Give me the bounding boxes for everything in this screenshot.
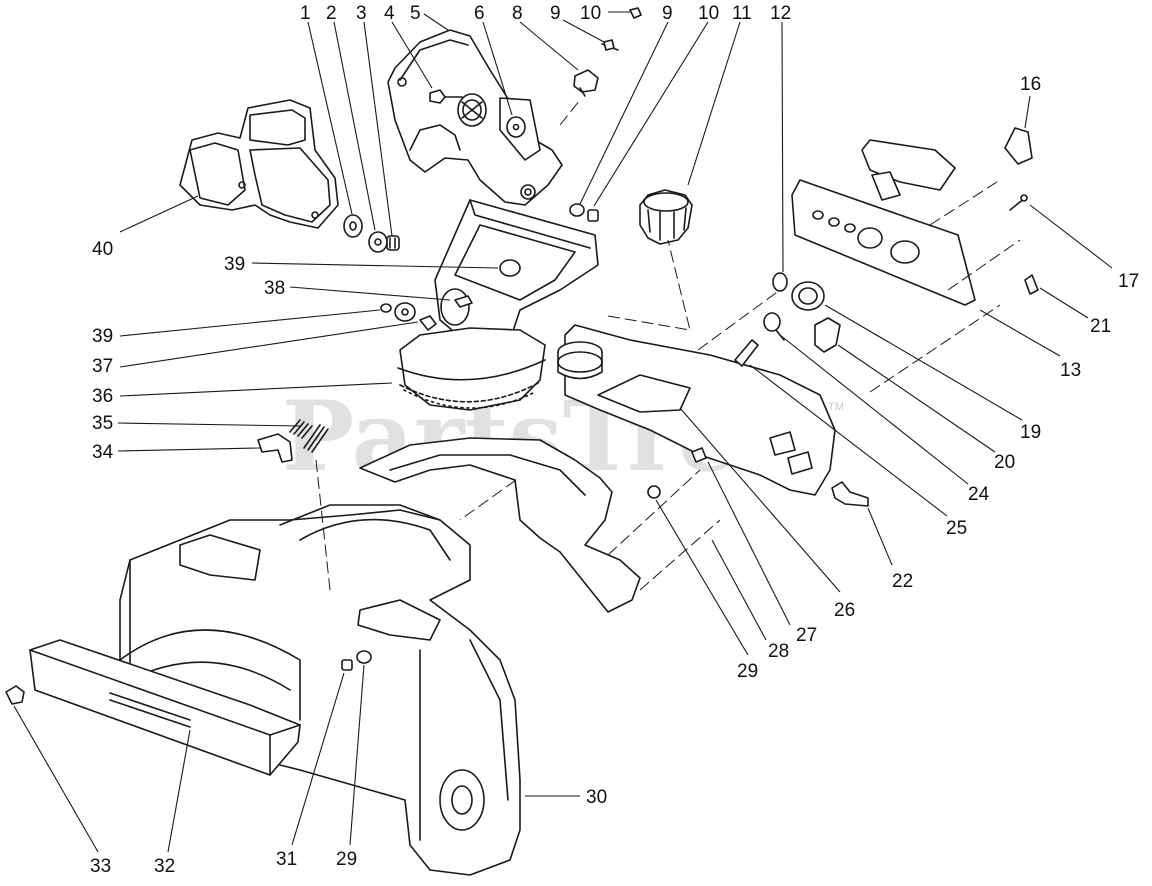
chute-ring-part-36[interactable]	[397, 327, 546, 411]
callout-9a[interactable]: 9	[550, 3, 561, 24]
pin-part-9a[interactable]	[601, 39, 619, 51]
panel-part-13[interactable]	[791, 179, 976, 306]
callout-10a[interactable]: 10	[580, 3, 601, 24]
callout-21[interactable]: 21	[1090, 316, 1111, 337]
callout-29a[interactable]: 29	[737, 661, 758, 682]
knob-part-8[interactable]	[573, 69, 599, 97]
shroud-part-26[interactable]	[359, 437, 641, 613]
callout-38[interactable]: 38	[264, 278, 285, 299]
callout-2[interactable]: 2	[326, 3, 337, 24]
clip-part-21[interactable]	[1024, 274, 1039, 295]
callout-17[interactable]: 17	[1118, 271, 1139, 292]
callout-5[interactable]: 5	[410, 3, 421, 24]
nut-part-10b[interactable]	[587, 209, 599, 222]
callout-12[interactable]: 12	[770, 3, 791, 24]
callout-3[interactable]: 3	[356, 3, 367, 24]
bracket-part-22[interactable]	[831, 481, 869, 507]
callout-13[interactable]: 13	[1060, 360, 1081, 381]
grommet[interactable]	[557, 341, 603, 380]
bolt-part-37[interactable]	[419, 315, 437, 331]
callout-25[interactable]: 25	[946, 518, 967, 539]
callout-39a[interactable]: 39	[224, 254, 245, 275]
callout-4[interactable]: 4	[384, 3, 395, 24]
washer-part-6[interactable]	[506, 116, 526, 138]
watermark-trademark: TM	[828, 401, 844, 413]
callout-9b[interactable]: 9	[662, 3, 673, 24]
cap-part-11[interactable]	[639, 189, 693, 245]
nut-part-31[interactable]	[341, 659, 353, 671]
washer-part-2[interactable]	[368, 231, 388, 253]
primer-part-24[interactable]	[763, 312, 785, 341]
callout-29b[interactable]: 29	[336, 849, 357, 870]
callout-labels: 1 2 3 4 5 6 8 9 10 9 10 11 12 16 17 21 1…	[90, 3, 1139, 877]
callout-1[interactable]: 1	[300, 3, 311, 24]
pivot-part-38[interactable]	[394, 295, 473, 322]
callout-40[interactable]: 40	[92, 239, 113, 260]
callout-39b[interactable]: 39	[92, 326, 113, 347]
callout-26[interactable]: 26	[834, 600, 855, 621]
callout-32[interactable]: 32	[154, 856, 175, 877]
nut-part-3[interactable]	[386, 235, 400, 251]
callout-33[interactable]: 33	[90, 856, 111, 877]
callout-34[interactable]: 34	[92, 442, 114, 463]
callout-31[interactable]: 31	[276, 849, 297, 870]
gear-part-5[interactable]	[457, 93, 487, 127]
callout-11[interactable]: 11	[732, 3, 752, 24]
lever-part-34[interactable]	[257, 433, 293, 463]
washer-part-39[interactable]	[380, 303, 392, 313]
bushing-part-12[interactable]	[772, 272, 788, 292]
knob-part-16[interactable]	[1004, 127, 1033, 165]
pin-part-25[interactable]	[734, 339, 759, 367]
callout-16[interactable]: 16	[1020, 74, 1041, 95]
bolt-part-4b[interactable]	[429, 89, 463, 104]
callout-36[interactable]: 36	[92, 386, 113, 407]
callout-6[interactable]: 6	[474, 3, 485, 24]
callout-22[interactable]: 22	[892, 571, 913, 592]
washer-part-29a[interactable]	[647, 485, 661, 499]
callout-24[interactable]: 24	[968, 484, 990, 505]
callout-30[interactable]: 30	[586, 787, 607, 808]
washer-part-9b[interactable]	[569, 203, 585, 217]
callout-8[interactable]: 8	[512, 3, 523, 24]
washer-part-29b[interactable]	[356, 650, 372, 664]
callout-35[interactable]: 35	[92, 413, 113, 434]
callout-20[interactable]: 20	[994, 452, 1015, 473]
callout-37[interactable]: 37	[92, 356, 113, 377]
switch-part-20[interactable]	[814, 317, 841, 353]
callout-10b[interactable]: 10	[698, 3, 719, 24]
screw-part-17[interactable]	[1009, 194, 1028, 211]
nut-part-10a[interactable]	[629, 7, 642, 19]
assembly-guide-lines	[315, 99, 1021, 591]
upper-cover[interactable]	[564, 324, 836, 496]
callout-leaders	[13, 11, 1113, 853]
washer-part-1[interactable]	[343, 214, 363, 238]
bulb-part-19[interactable]	[791, 281, 825, 311]
scraper-bar-part-32[interactable]	[29, 639, 301, 776]
callout-28[interactable]: 28	[768, 641, 789, 662]
callout-27[interactable]: 27	[796, 625, 817, 646]
deflector-part-40[interactable]	[179, 99, 339, 229]
callout-19[interactable]: 19	[1020, 422, 1041, 443]
bolt-part-27[interactable]	[691, 447, 707, 463]
handle-part[interactable]	[861, 139, 956, 201]
bolt-part-33[interactable]	[5, 685, 25, 705]
